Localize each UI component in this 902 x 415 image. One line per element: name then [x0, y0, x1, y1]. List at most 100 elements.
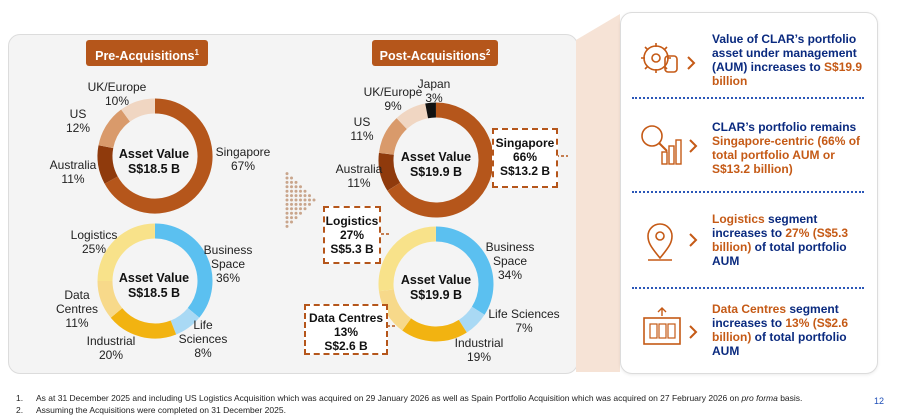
post-sector-slice-logistics [378, 226, 437, 292]
arrow-dot [299, 198, 302, 202]
pre-sector-slice-industrial [110, 307, 177, 339]
arrow-dot [294, 211, 298, 215]
arrow-dot [285, 198, 289, 202]
pre-geo-center-label: Asset Value S$18.5 B [118, 147, 190, 176]
arrow-dot [285, 185, 289, 189]
arrow-dot [290, 194, 293, 198]
pre-geo-slice-us [98, 109, 131, 149]
post-geo-center-label: Asset Value S$19.9 B [400, 150, 472, 179]
post-geo-slice-singapore [387, 102, 494, 218]
arrow-dot [290, 202, 293, 206]
arrow-dot [294, 185, 298, 189]
info-row-aum: Value of CLAR’s portfolio asset under ma… [630, 22, 870, 92]
singapore-callout: Singapore 66% S$13.2 B [492, 128, 558, 188]
pre-geo-slice-australia [97, 145, 118, 184]
separator [632, 287, 864, 289]
arrow-dot [285, 211, 289, 215]
datacentres-callout: Data Centres 13% S$2.6 B [304, 304, 388, 355]
arrow-dot [294, 216, 298, 220]
arrow-dot [285, 194, 289, 198]
arrow-dot [303, 202, 307, 206]
post-geo-slice-japan [425, 102, 437, 119]
footnote-2: 2.Assuming the Acquisitions were complet… [16, 405, 286, 415]
post-geo-slice-uk-europe [396, 103, 429, 130]
post-sector-donut [378, 226, 494, 342]
arrow-dot [308, 202, 311, 206]
arrow-dot [299, 202, 302, 206]
arrow-dot [290, 176, 293, 180]
arrow-dot [303, 189, 307, 193]
arrow-dot [299, 189, 302, 193]
pre-sector-slice-business-space [154, 223, 213, 318]
arrow-dot [285, 216, 289, 220]
arrow-dot [290, 220, 293, 224]
arrow-dot [290, 189, 293, 193]
info-text-datacentres: Data Centres segment increases to 13% (S… [712, 302, 849, 358]
arrow-dot [308, 198, 311, 202]
pre-sector-slice-life-sciences [170, 307, 200, 335]
connector-wedge [576, 14, 620, 372]
location-pin-icon [647, 223, 698, 261]
page-number: 12 [873, 396, 884, 406]
pre-geo-slice-uk-europe [121, 98, 156, 122]
arrow-dot [290, 216, 293, 220]
separator [632, 191, 864, 193]
post-geo-slice-us [378, 118, 408, 156]
pre-sector-donut [97, 223, 213, 339]
arrow-dot [294, 207, 298, 211]
arrow-dot [285, 172, 289, 176]
arrow-dot [303, 194, 307, 198]
arrow-dot [294, 194, 298, 198]
info-text-logistics: Logistics segment increases to 27% (S$5.… [712, 212, 849, 268]
footnote-1: 1.As at 31 December 2025 and including U… [16, 393, 803, 403]
pre-sector-slice-data-centres [97, 280, 123, 318]
key-highlights-panel [620, 12, 878, 374]
arrow-dot [294, 198, 298, 202]
money-gear-icon [641, 43, 696, 73]
arrow-dot [303, 198, 307, 202]
magnifier-chart-icon [641, 125, 698, 165]
separator [632, 97, 864, 99]
post-sector-slice-industrial [402, 318, 467, 342]
pre-geography-donut [97, 98, 213, 214]
post-sector-slice-business-space [435, 226, 494, 315]
arrow-dot [308, 194, 311, 198]
arrow-dot [299, 211, 302, 215]
post-acquisitions-tab: Post-Acquisitions2 [372, 40, 498, 66]
post-sector-slice-data-centres [378, 288, 412, 331]
arrow-dot [294, 189, 298, 193]
chevron-arrow-icon [285, 172, 316, 228]
info-row-singapore: CLAR’s portfolio remains Singapore-centr… [630, 104, 870, 184]
acquisitions-comparison-panel [8, 34, 578, 374]
data-centre-icon [643, 307, 698, 345]
arrow-dot [290, 185, 293, 189]
arrow-dot [285, 176, 289, 180]
arrow-dot [299, 185, 302, 189]
arrow-dot [290, 207, 293, 211]
post-geo-slice-australia [378, 152, 401, 191]
pre-geo-slice-singapore [104, 98, 213, 214]
info-row-logistics: Logistics segment increases to 27% (S$5.… [630, 198, 870, 282]
arrow-dot [285, 189, 289, 193]
arrow-dot [299, 207, 302, 211]
info-row-datacentres: Data Centres segment increases to 13% (S… [630, 292, 870, 370]
arrow-dot [290, 211, 293, 215]
arrow-dot [285, 180, 289, 184]
arrow-dot [312, 198, 316, 202]
info-text-singapore: CLAR’s portfolio remains Singapore-centr… [712, 120, 861, 176]
pre-sector-center-label: Asset Value S$18.5 B [118, 271, 190, 300]
